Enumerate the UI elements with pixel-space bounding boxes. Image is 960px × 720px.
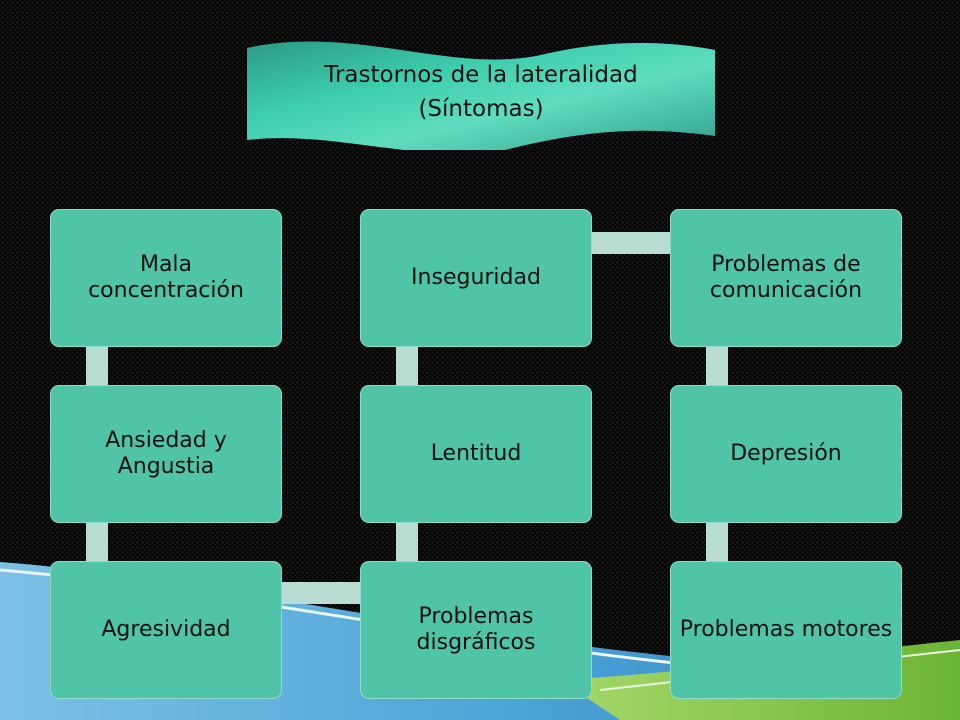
node-mala-concentracion: Mala concentración — [50, 209, 282, 347]
node-depresion: Depresión — [670, 385, 902, 523]
node-ansiedad-angustia: Ansiedad y Angustia — [50, 385, 282, 523]
connector-col2-col3-top — [590, 232, 672, 254]
node-problemas-motores: Problemas motores — [670, 561, 902, 699]
connector-col3-top — [706, 345, 728, 387]
node-problemas-disgraficos: Problemas disgráficos — [360, 561, 592, 699]
connector-col3-bottom — [706, 521, 728, 563]
node-inseguridad: Inseguridad — [360, 209, 592, 347]
connector-col1-bottom — [86, 521, 108, 563]
node-lentitud: Lentitud — [360, 385, 592, 523]
node-agresividad: Agresividad — [50, 561, 282, 699]
connector-col2-bottom — [396, 521, 418, 563]
connector-col1-top — [86, 345, 108, 387]
connector-col2-top — [396, 345, 418, 387]
connector-col1-col2-bottom — [280, 582, 362, 604]
banner-title-line-2: (Síntomas) — [418, 96, 544, 122]
node-problemas-comunicacion: Problemas de comunicación — [670, 209, 902, 347]
title-banner: Trastornos de la lateralidad (Síntomas) — [245, 38, 717, 150]
banner-title-line-1: Trastornos de la lateralidad — [324, 62, 638, 88]
